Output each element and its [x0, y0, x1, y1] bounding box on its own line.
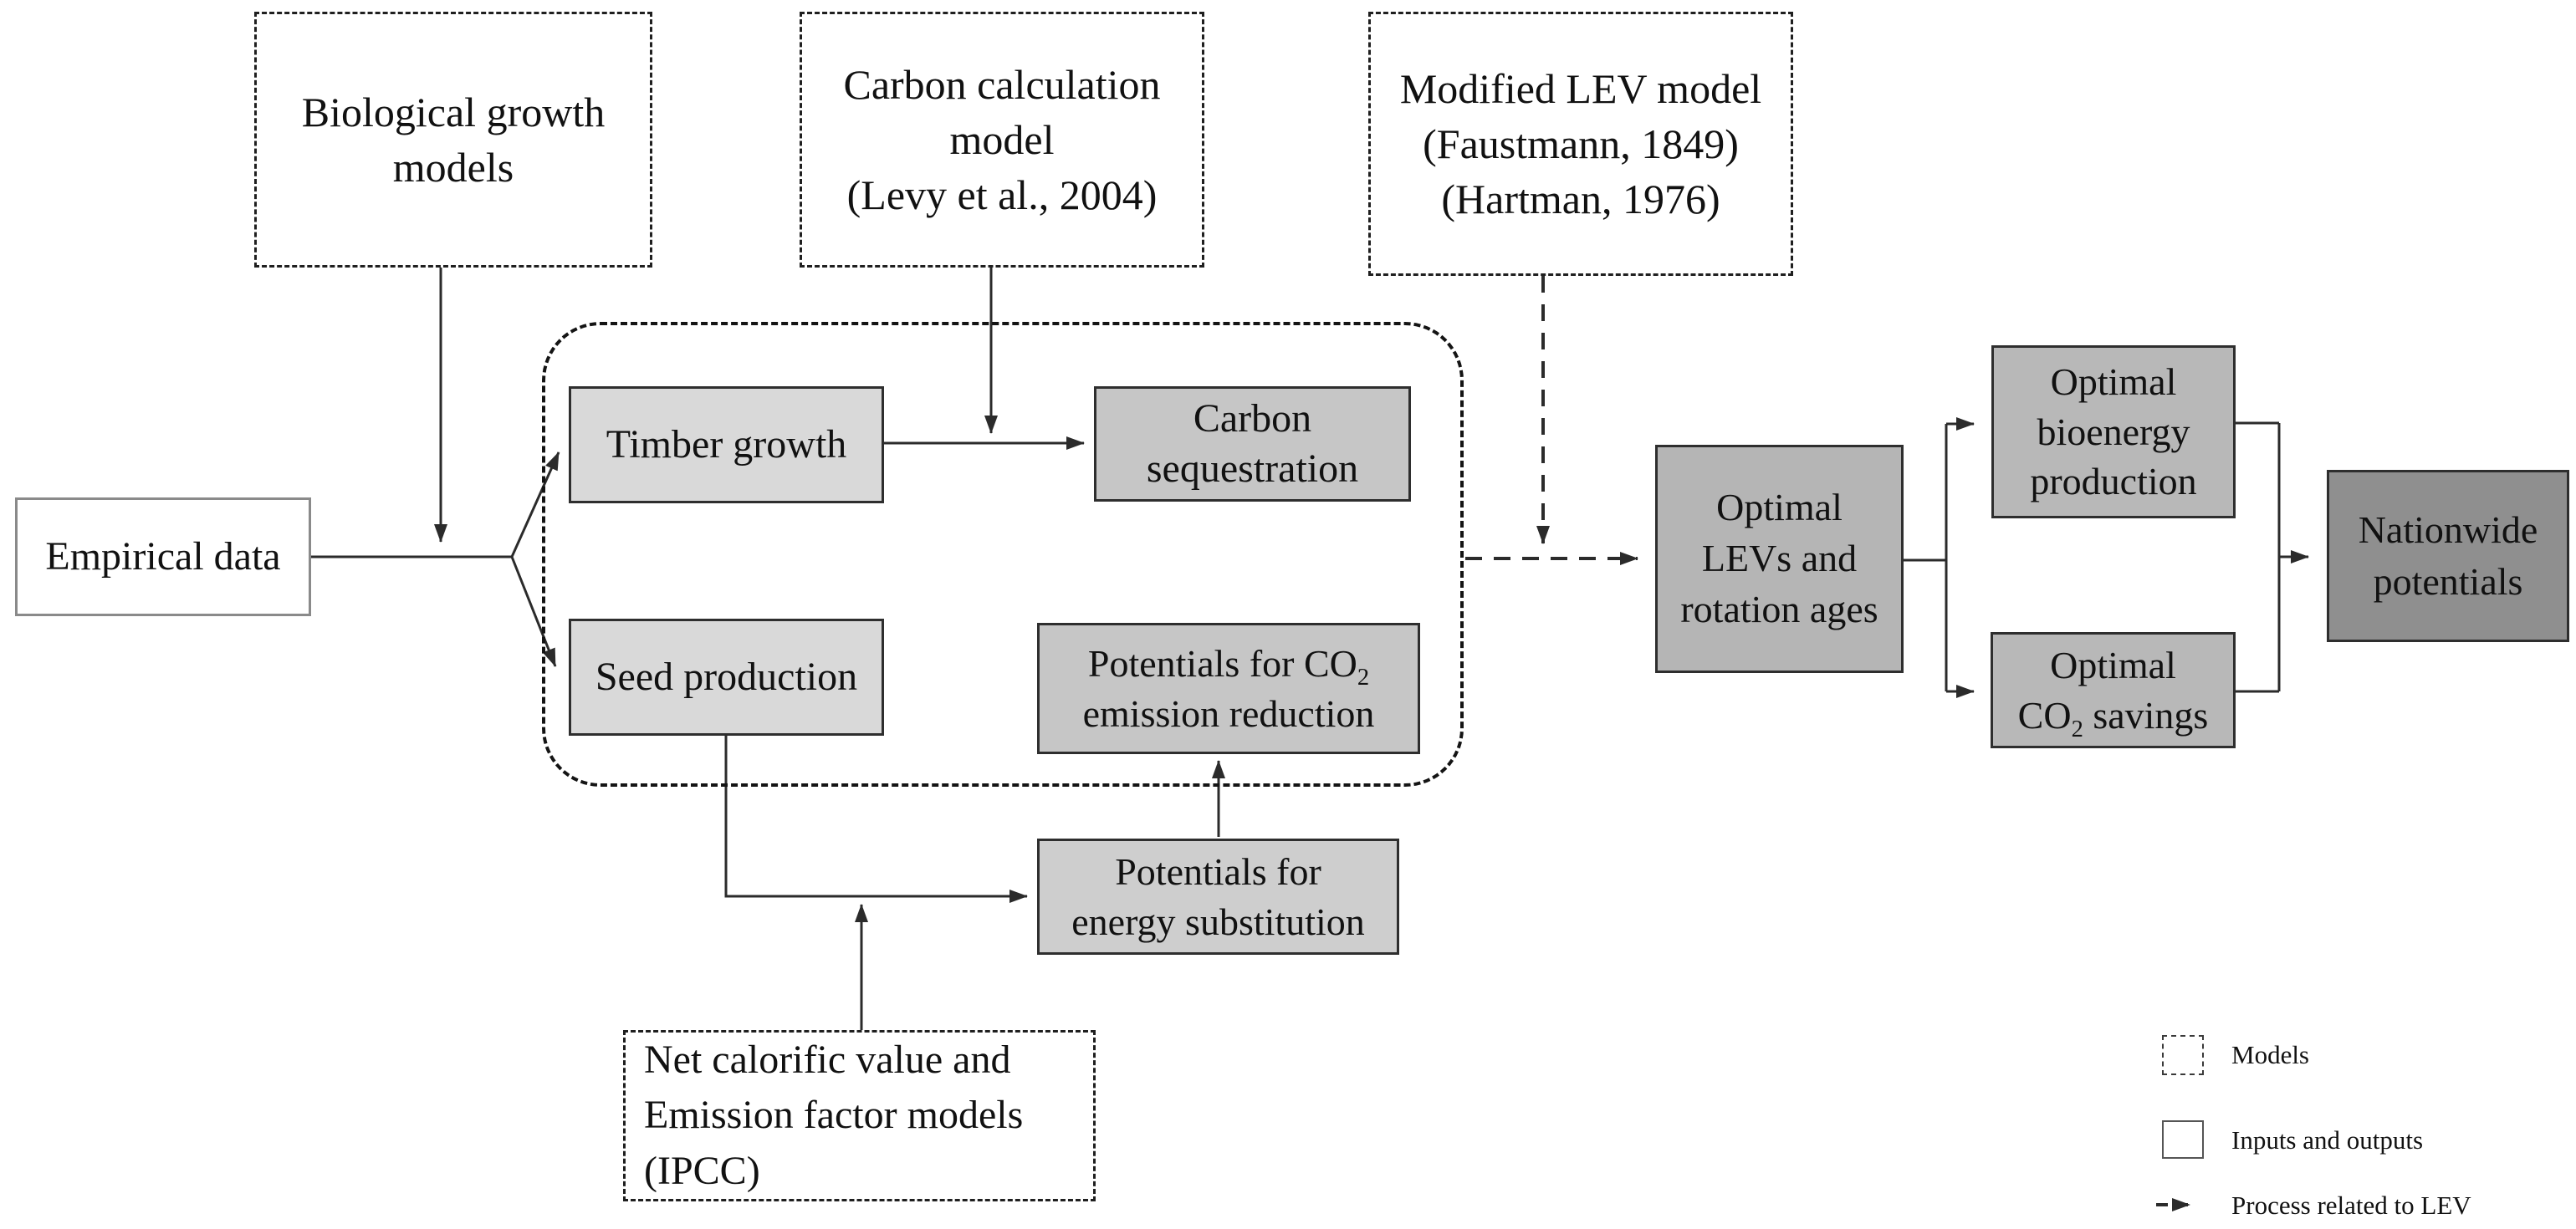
legend-label: Process related to LEV — [2231, 1191, 2471, 1220]
box-label-line: Emission factor models — [644, 1093, 1024, 1138]
box-label-line: Optimal — [2050, 360, 2177, 403]
box-seed-production: Seed production — [569, 619, 884, 736]
box-label: Empirical data — [45, 534, 281, 579]
box-label: Seed production — [595, 655, 858, 700]
box-label-line: potentials — [2373, 560, 2523, 603]
box-label-line: model — [949, 116, 1055, 163]
box-label-line: sequestration — [1146, 446, 1359, 491]
box-ipcc-models: Net calorific value and Emission factor … — [623, 1030, 1096, 1201]
box-empirical-data: Empirical data — [15, 497, 311, 616]
arrow-fork-to-timber — [510, 451, 560, 558]
box-modified-lev-model: Modified LEV model (Faustmann, 1849) (Ha… — [1368, 12, 1793, 276]
lev-process-container — [542, 322, 1464, 787]
box-label-line: Biological growth — [301, 89, 606, 135]
box-label-line: Modified LEV model — [1399, 65, 1762, 112]
box-label-line: Potentials for — [1115, 849, 1321, 893]
legend-label: Models — [2231, 1040, 2309, 1069]
box-label-line: (Levy et al., 2004) — [846, 171, 1158, 218]
box-optimal-co2-savings: Optimal CO2 savings — [1991, 632, 2236, 748]
box-label-line: Nationwide — [2358, 507, 2538, 551]
box-co2-emission-reduction: Potentials for CO2 emission reduction — [1037, 623, 1420, 754]
box-timber-growth: Timber growth — [569, 386, 884, 503]
box-label-line: (Hartman, 1976) — [1441, 176, 1720, 222]
legend: Models Inputs and outputs Process relate… — [2154, 1025, 2573, 1226]
models-swatch-icon — [2162, 1035, 2204, 1075]
box-label-line: (Faustmann, 1849) — [1423, 120, 1739, 167]
arrow-seed-to-energysub — [724, 736, 1028, 903]
box-label-line: Optimal — [1716, 486, 1843, 529]
box-label-line: energy substitution — [1071, 900, 1365, 943]
box-biological-growth-models: Biological growth models — [254, 12, 652, 268]
box-nationwide-potentials: Nationwide potentials — [2327, 470, 2569, 642]
box-optimal-levs-rotation-ages: Optimal LEVs and rotation ages — [1655, 445, 1904, 673]
box-label-line: LEVs and — [1701, 537, 1858, 580]
box-label-line: models — [392, 144, 514, 191]
box-label-line: bioenergy — [2037, 410, 2190, 453]
box-label-line: Carbon — [1193, 396, 1312, 441]
box-label-line: Potentials for CO2 — [1087, 641, 1370, 691]
box-energy-substitution: Potentials for energy substitution — [1037, 839, 1399, 955]
legend-item-process-lev: Process related to LEV — [2154, 1186, 2573, 1226]
legend-item-models: Models — [2154, 1035, 2573, 1075]
inputs-outputs-swatch-icon — [2162, 1120, 2204, 1159]
box-label-line: (IPCC) — [644, 1148, 760, 1193]
box-label-line: Carbon calculation — [843, 61, 1161, 108]
box-optimal-bioenergy-production: Optimal bioenergy production — [1991, 345, 2236, 518]
bracket-optimallev-split — [1904, 417, 1975, 698]
legend-label: Inputs and outputs — [2231, 1125, 2424, 1155]
box-carbon-sequestration: Carbon sequestration — [1094, 386, 1411, 502]
box-label-line: CO2 savings — [2017, 693, 2209, 742]
box-label-line: Optimal — [2050, 643, 2176, 686]
legend-item-inputs-outputs: Inputs and outputs — [2154, 1120, 2573, 1160]
box-label-line: production — [2030, 460, 2197, 503]
arrow-fork-to-seed — [510, 556, 557, 667]
box-label-line: emission reduction — [1082, 691, 1375, 735]
box-carbon-calculation-model: Carbon calculation model (Levy et al., 2… — [800, 12, 1204, 268]
box-label: Timber growth — [606, 422, 847, 467]
box-label-line: rotation ages — [1680, 587, 1878, 630]
bracket-merge-to-nationwide — [2236, 421, 2309, 693]
box-label-line: Net calorific value and — [644, 1038, 1011, 1083]
